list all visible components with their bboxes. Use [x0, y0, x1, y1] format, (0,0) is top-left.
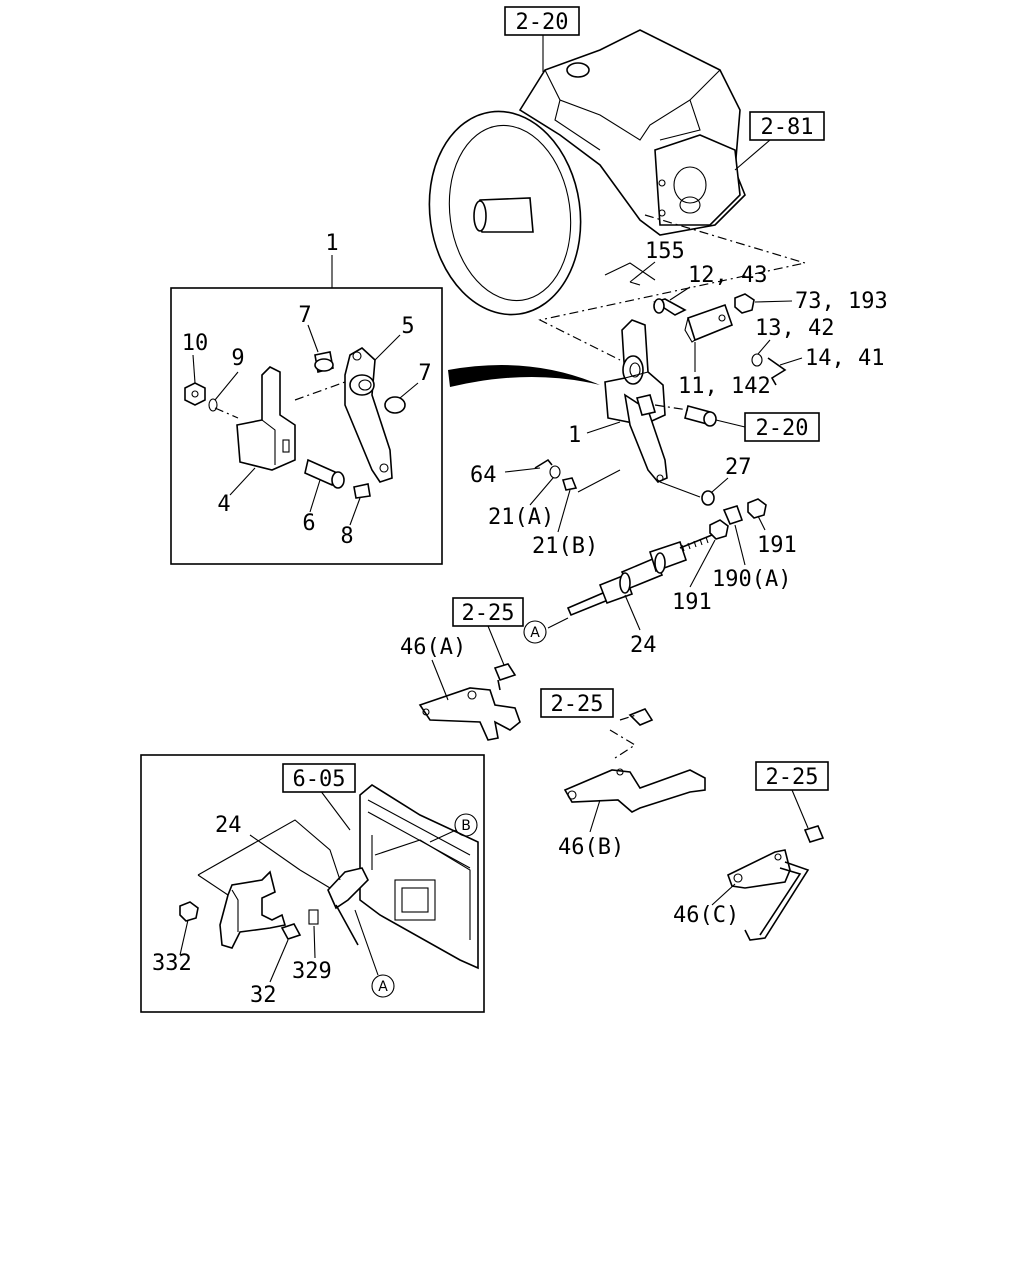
callout-64: 64 — [470, 463, 497, 488]
ref-box-right-top[interactable]: 2-81 — [749, 111, 825, 141]
callout-24-inset: 24 — [215, 813, 242, 838]
svg-text:A: A — [530, 625, 540, 641]
callout-46c: 46(C) — [673, 903, 739, 928]
callout-7-right: 7 — [418, 361, 431, 386]
ref-box-top[interactable]: 2-20 — [504, 6, 580, 36]
callout-46b: 46(B) — [558, 835, 624, 860]
callout-5: 5 — [401, 314, 414, 339]
svg-text:A: A — [378, 979, 388, 995]
callout-73-193: 73, 193 — [795, 289, 888, 314]
pointer-arrow — [448, 365, 600, 387]
callout-11-142: 11, 142 — [678, 374, 771, 399]
ref-box-bracket-a[interactable]: 2-25 — [452, 597, 524, 627]
ref-box-bracket-b[interactable]: 2-25 — [540, 688, 614, 718]
callout-13-42: 13, 42 — [755, 316, 834, 341]
marker-a-inset: A — [371, 974, 395, 998]
svg-text:2-25: 2-25 — [766, 765, 819, 790]
callout-32: 32 — [250, 983, 277, 1008]
inset-cab-mounting — [140, 754, 485, 1013]
svg-text:2-20: 2-20 — [756, 416, 809, 441]
marker-a-cable: A — [523, 617, 569, 644]
svg-text:2-20: 2-20 — [516, 10, 569, 35]
callout-14-41: 14, 41 — [805, 346, 884, 371]
callout-191-right: 191 — [757, 533, 797, 558]
svg-text:6-05: 6-05 — [293, 767, 346, 792]
callout-12-43: 12, 43 — [688, 263, 767, 288]
callout-1-inset: 1 — [325, 231, 338, 256]
callout-24: 24 — [630, 633, 657, 658]
ref-box-cab[interactable]: 6-05 — [282, 763, 356, 793]
transmission-assembly — [428, 29, 746, 316]
shift-bracket-main — [604, 319, 668, 483]
callout-7-upper: 7 — [298, 303, 311, 328]
callout-1-main: 1 — [568, 423, 581, 448]
svg-text:2-25: 2-25 — [462, 601, 515, 626]
ref-box-bracket-c[interactable]: 2-25 — [755, 761, 829, 791]
svg-text:2-81: 2-81 — [761, 115, 814, 140]
callout-27: 27 — [725, 455, 752, 480]
callout-6: 6 — [302, 511, 315, 536]
callout-9: 9 — [231, 346, 244, 371]
callout-191-left: 191 — [672, 590, 712, 615]
shift-cable — [566, 534, 713, 617]
ref-box-right-mid[interactable]: 2-20 — [744, 412, 820, 442]
callout-190a: 190(A) — [712, 567, 791, 592]
bracket-46c — [727, 849, 810, 941]
marker-b-inset: B — [454, 813, 478, 837]
callout-46a: 46(A) — [400, 635, 466, 660]
svg-text:B: B — [461, 818, 471, 834]
callout-155: 155 — [645, 239, 685, 264]
bracket-46b — [563, 768, 706, 813]
callout-4: 4 — [217, 492, 230, 517]
callout-10: 10 — [182, 331, 209, 356]
bracket-46a — [418, 687, 521, 741]
callout-21b: 21(B) — [532, 534, 598, 559]
callout-332: 332 — [152, 951, 192, 976]
callout-8: 8 — [340, 524, 353, 549]
slider-block — [684, 303, 734, 343]
inset-bracket-assembly — [170, 255, 443, 565]
svg-text:2-25: 2-25 — [551, 692, 604, 717]
callout-21a: 21(A) — [488, 505, 554, 530]
callout-329: 329 — [292, 959, 332, 984]
